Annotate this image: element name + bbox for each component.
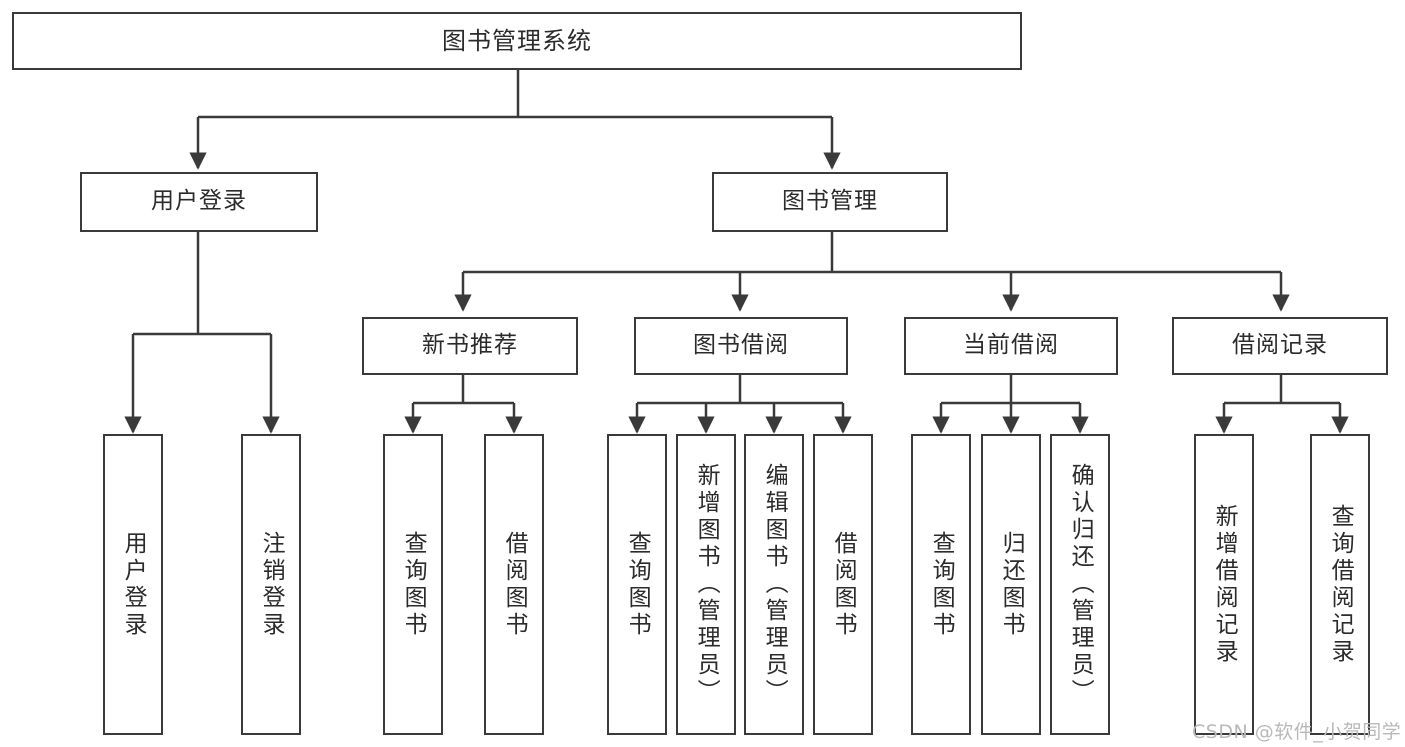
leaf-label-current-return-book: 归还图书 — [998, 530, 1025, 639]
leaf-borrow-borrow-book[interactable]: 借阅图书 — [813, 434, 873, 735]
leaf-borrow-add-book-admin[interactable]: 新增图书（管理员） — [676, 434, 736, 735]
node-label-borrow-record: 借阅记录 — [1232, 332, 1328, 359]
watermark-text: CSDN @软件_小贺同学 — [1192, 721, 1402, 743]
node-label-user-login: 用户登录 — [151, 188, 247, 215]
leaf-user-login[interactable]: 用户登录 — [103, 434, 163, 735]
node-current-borrow[interactable]: 当前借阅 — [904, 317, 1118, 375]
leaf-new-book-query-book[interactable]: 查询图书 — [383, 434, 443, 735]
leaf-label-borrow-edit-book-admin: 编辑图书（管理员） — [761, 463, 788, 706]
node-new-book-recommend[interactable]: 新书推荐 — [362, 317, 578, 375]
leaf-record-query-borrow-record[interactable]: 查询借阅记录 — [1310, 434, 1370, 735]
leaf-current-query-book[interactable]: 查询图书 — [911, 434, 971, 735]
leaf-record-add-borrow-record[interactable]: 新增借阅记录 — [1194, 434, 1254, 735]
leaf-label-borrow-add-book-admin: 新增图书（管理员） — [693, 463, 720, 706]
node-label-current-borrow: 当前借阅 — [963, 332, 1059, 359]
leaf-current-confirm-return-admin[interactable]: 确认归还（管理员） — [1050, 434, 1110, 735]
leaf-current-return-book[interactable]: 归还图书 — [981, 434, 1041, 735]
leaf-logout[interactable]: 注销登录 — [241, 434, 301, 735]
leaf-label-record-query-borrow-record: 查询借阅记录 — [1327, 503, 1354, 666]
leaf-borrow-query-book[interactable]: 查询图书 — [607, 434, 667, 735]
leaf-label-current-query-book: 查询图书 — [928, 530, 955, 639]
node-label-book-management: 图书管理 — [782, 188, 878, 215]
leaf-new-book-borrow-book[interactable]: 借阅图书 — [484, 434, 544, 735]
leaf-label-logout: 注销登录 — [258, 530, 285, 639]
leaf-label-user-login: 用户登录 — [120, 530, 147, 639]
node-book-borrow[interactable]: 图书借阅 — [634, 317, 848, 375]
node-user-login[interactable]: 用户登录 — [80, 172, 318, 232]
node-label-book-borrow: 图书借阅 — [693, 332, 789, 359]
leaf-label-borrow-borrow-book: 借阅图书 — [830, 530, 857, 639]
leaf-label-current-confirm-return-admin: 确认归还（管理员） — [1067, 463, 1094, 706]
leaf-label-record-add-borrow-record: 新增借阅记录 — [1211, 503, 1238, 666]
node-borrow-record[interactable]: 借阅记录 — [1172, 317, 1388, 375]
leaf-label-new-book-query-book: 查询图书 — [400, 530, 427, 639]
node-label-root: 图书管理系统 — [442, 26, 592, 55]
node-label-new-book-recommend: 新书推荐 — [422, 332, 518, 359]
node-root-book-management-system[interactable]: 图书管理系统 — [12, 12, 1022, 70]
leaf-borrow-edit-book-admin[interactable]: 编辑图书（管理员） — [744, 434, 804, 735]
leaf-label-new-book-borrow-book: 借阅图书 — [501, 530, 528, 639]
leaf-label-borrow-query-book: 查询图书 — [624, 530, 651, 639]
node-book-management[interactable]: 图书管理 — [712, 172, 948, 232]
